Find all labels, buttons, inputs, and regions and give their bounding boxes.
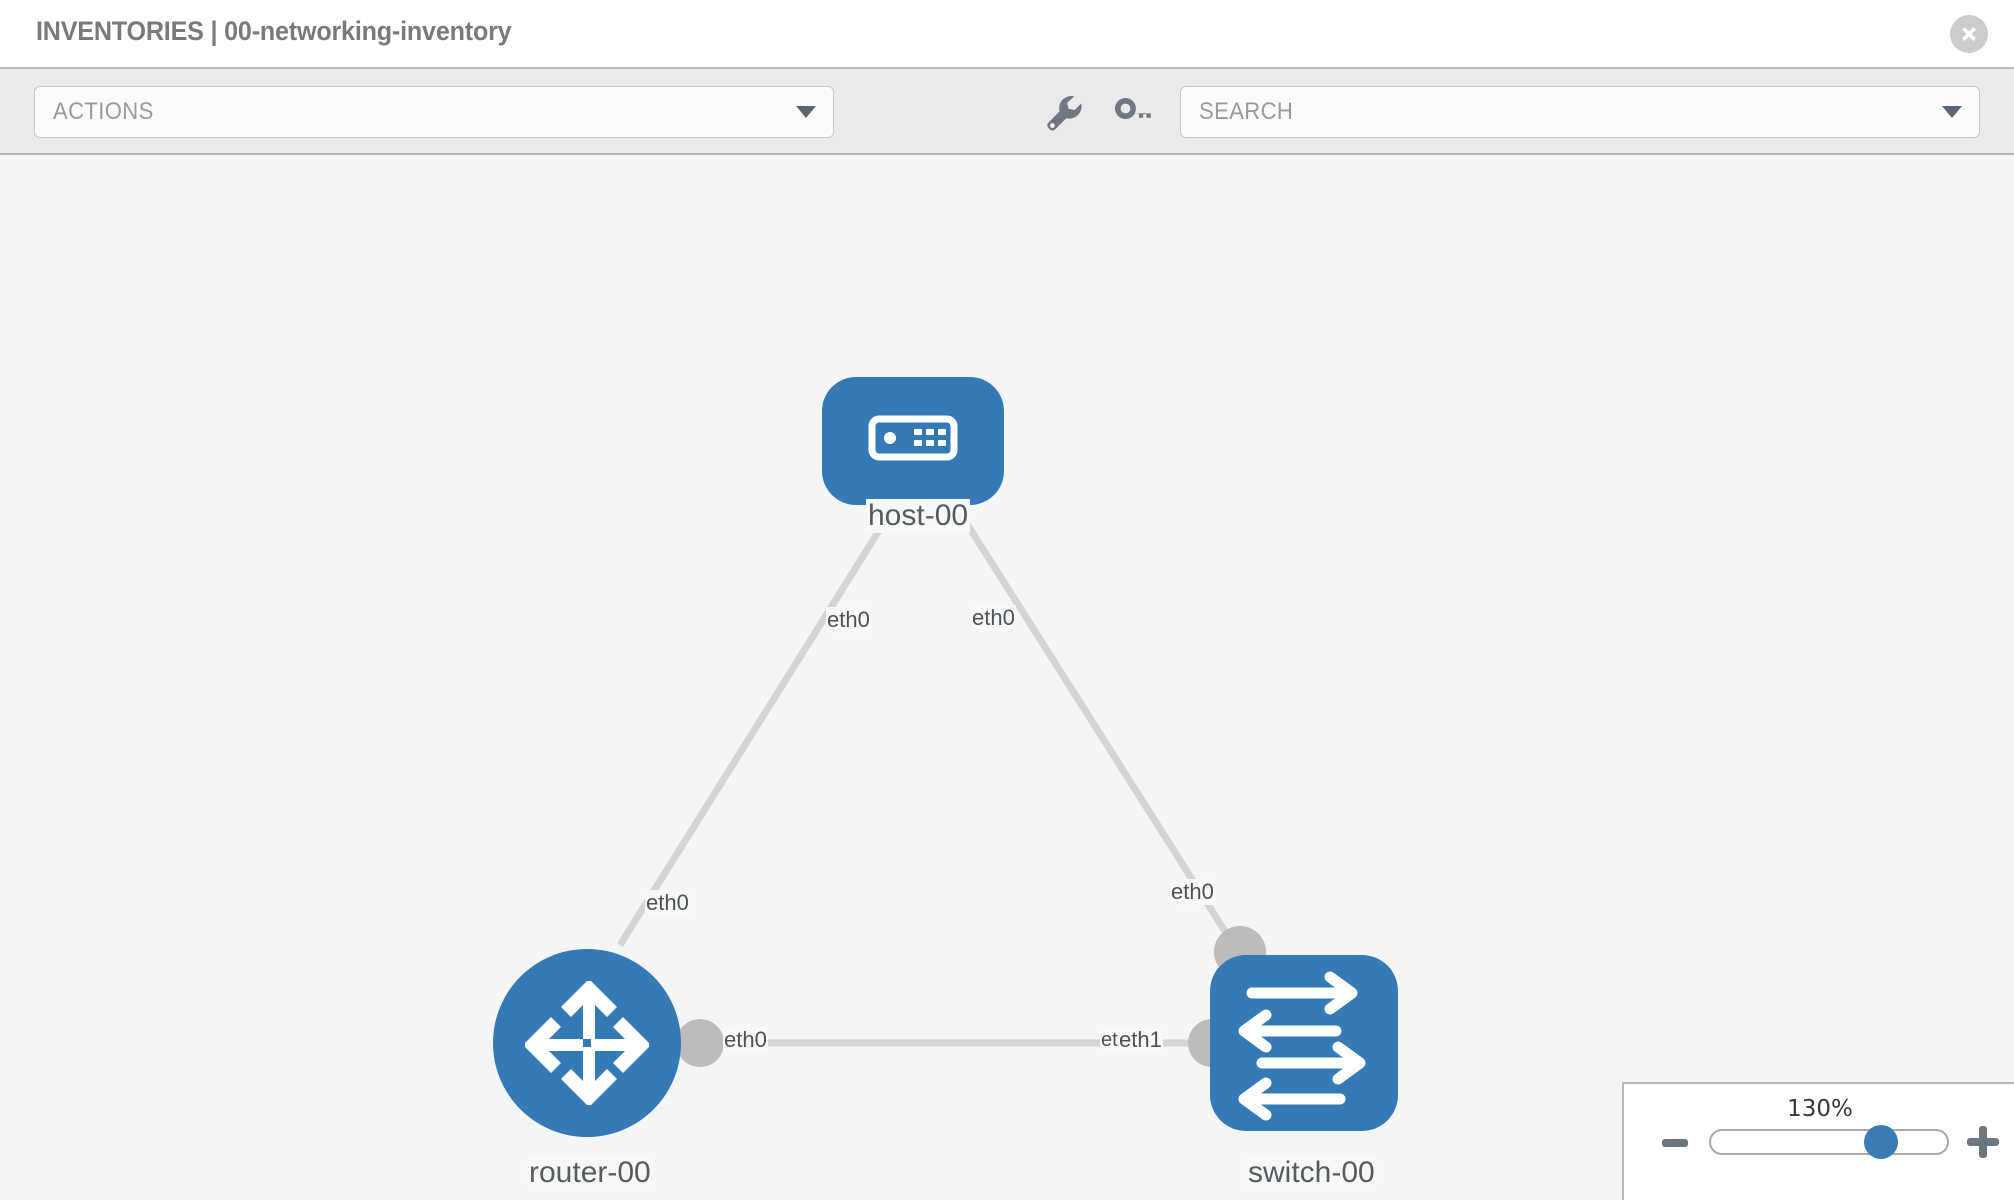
link-host-router — [617, 503, 898, 947]
zoom-level-label: 130% — [1787, 1096, 1853, 1122]
search-input-placeholder: SEARCH — [1199, 98, 1294, 125]
page-header: INVENTORIES | 00-networking-inventory — [0, 0, 2014, 69]
search-dropdown[interactable]: SEARCH — [1180, 86, 1980, 138]
zoom-in-button[interactable] — [1967, 1126, 1999, 1158]
wrench-icon[interactable] — [1040, 89, 1086, 135]
zoom-slider[interactable] — [1709, 1125, 1949, 1159]
actions-dropdown[interactable]: ACTIONS — [34, 86, 834, 138]
chevron-down-icon — [1942, 106, 1962, 118]
topology-links — [617, 503, 1243, 1047]
node-host-00 — [822, 377, 1004, 505]
iface-label-host-to-switch: eth0 — [971, 605, 1016, 631]
node-switch-00 — [1210, 955, 1398, 1131]
iface-label-router-to-switch: eth0 — [723, 1027, 768, 1053]
iface-label-router-to-host: eth0 — [645, 890, 690, 916]
node-router-00 — [493, 949, 681, 1137]
toolbar: ACTIONS SEARCH — [0, 69, 2014, 155]
close-icon[interactable] — [1950, 15, 1988, 53]
chevron-down-icon — [796, 106, 816, 118]
iface-label-switch-to-router-overlap: etl — [1100, 1029, 1124, 1052]
connector-router-right — [676, 1019, 724, 1067]
zoom-slider-thumb[interactable] — [1863, 1125, 1898, 1159]
zoom-out-button[interactable] — [1662, 1139, 1688, 1147]
page-title: INVENTORIES | 00-networking-inventory — [36, 16, 512, 46]
iface-label-host-to-router: eth0 — [826, 607, 871, 633]
zoom-control-panel: 130% — [1622, 1082, 2014, 1200]
actions-dropdown-label: ACTIONS — [53, 98, 154, 125]
key-icon[interactable] — [1108, 89, 1154, 135]
router-four-arrows-icon — [525, 981, 649, 1105]
iface-label-switch-to-router: eth1 — [1118, 1027, 1163, 1053]
server-device-icon — [868, 415, 958, 461]
topology-canvas[interactable]: host-00 router-00 switch-00 eth0 eth0 et… — [0, 155, 2014, 1200]
node-label-switch-00: switch-00 — [1246, 1156, 1377, 1190]
node-label-router-00: router-00 — [527, 1156, 653, 1190]
topology-connectors — [676, 480, 1266, 1067]
switch-arrows-icon — [1238, 971, 1366, 1121]
iface-label-switch-to-host: eth0 — [1170, 879, 1215, 905]
node-label-host-00: host-00 — [866, 499, 971, 533]
